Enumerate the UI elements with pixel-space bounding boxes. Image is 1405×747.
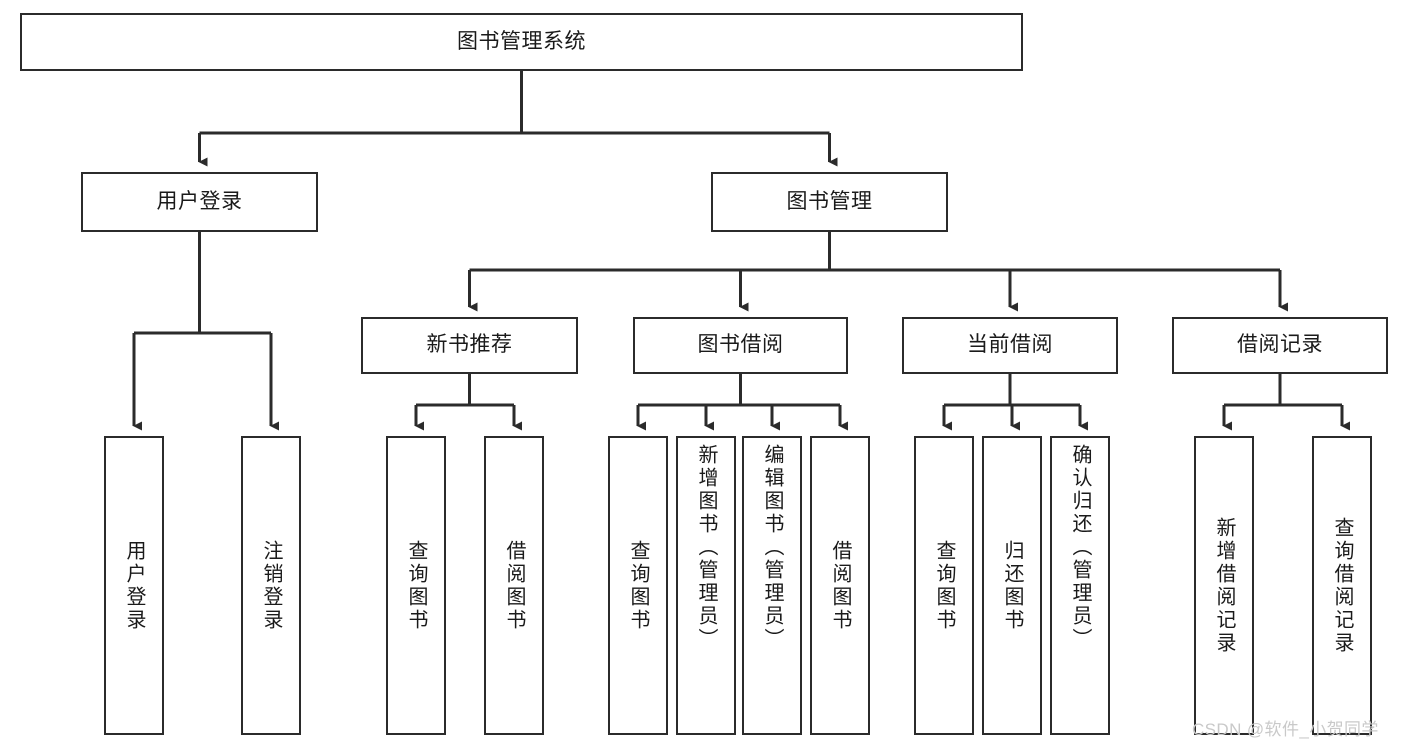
leaf-node-1-label: 注销登录 [260,539,282,632]
leaf-node-3[interactable]: 借阅图书 [484,436,544,735]
leaf-node-12-label: 查询借阅记录 [1331,516,1353,655]
watermark-text: CSDN @软件_小贺同学 [1192,720,1379,739]
node-level2-3-label: 借阅记录 [1237,333,1323,357]
leaf-node-9[interactable]: 归还图书 [982,436,1042,735]
leaf-node-0[interactable]: 用户登录 [104,436,164,735]
node-level2-1[interactable]: 图书借阅 [633,317,848,374]
node-level2-2-label: 当前借阅 [967,333,1053,357]
node-level1-1[interactable]: 图书管理 [711,172,948,232]
leaf-node-7-label: 借阅图书 [829,539,851,632]
leaf-node-5-label: 新增图书（管理员） [695,444,717,651]
leaf-node-7[interactable]: 借阅图书 [810,436,870,735]
node-level2-1-label: 图书借阅 [697,333,784,357]
leaf-node-10[interactable]: 确认归还（管理员） [1050,436,1110,735]
leaf-node-8[interactable]: 查询图书 [914,436,974,735]
node-root[interactable]: 图书管理系统 [20,13,1023,71]
leaf-node-12[interactable]: 查询借阅记录 [1312,436,1372,735]
leaf-node-11[interactable]: 新增借阅记录 [1194,436,1254,735]
node-level2-0-label: 新书推荐 [426,333,513,357]
leaf-node-2[interactable]: 查询图书 [386,436,446,735]
leaf-node-1[interactable]: 注销登录 [241,436,301,735]
leaf-node-9-label: 归还图书 [1001,539,1023,632]
leaf-node-11-label: 新增借阅记录 [1213,516,1235,655]
leaf-node-2-label: 查询图书 [405,539,427,632]
leaf-node-6[interactable]: 编辑图书（管理员） [742,436,802,735]
leaf-node-8-label: 查询图书 [933,539,955,632]
node-level1-0-label: 用户登录 [156,189,243,213]
leaf-node-4-label: 查询图书 [627,539,649,632]
leaf-node-3-label: 借阅图书 [503,539,525,632]
connector-group [132,71,1350,431]
leaf-node-5[interactable]: 新增图书（管理员） [676,436,736,735]
leaf-node-10-label: 确认归还（管理员） [1069,444,1091,651]
node-level2-3[interactable]: 借阅记录 [1172,317,1388,374]
leaf-node-0-label: 用户登录 [123,539,145,632]
node-level1-1-label: 图书管理 [786,189,873,213]
node-level2-2[interactable]: 当前借阅 [902,317,1118,374]
node-level2-0[interactable]: 新书推荐 [361,317,578,374]
node-root-label: 图书管理系统 [457,29,586,53]
leaf-node-6-label: 编辑图书（管理员） [761,444,783,651]
node-level1-0[interactable]: 用户登录 [81,172,318,232]
leaf-node-4[interactable]: 查询图书 [608,436,668,735]
